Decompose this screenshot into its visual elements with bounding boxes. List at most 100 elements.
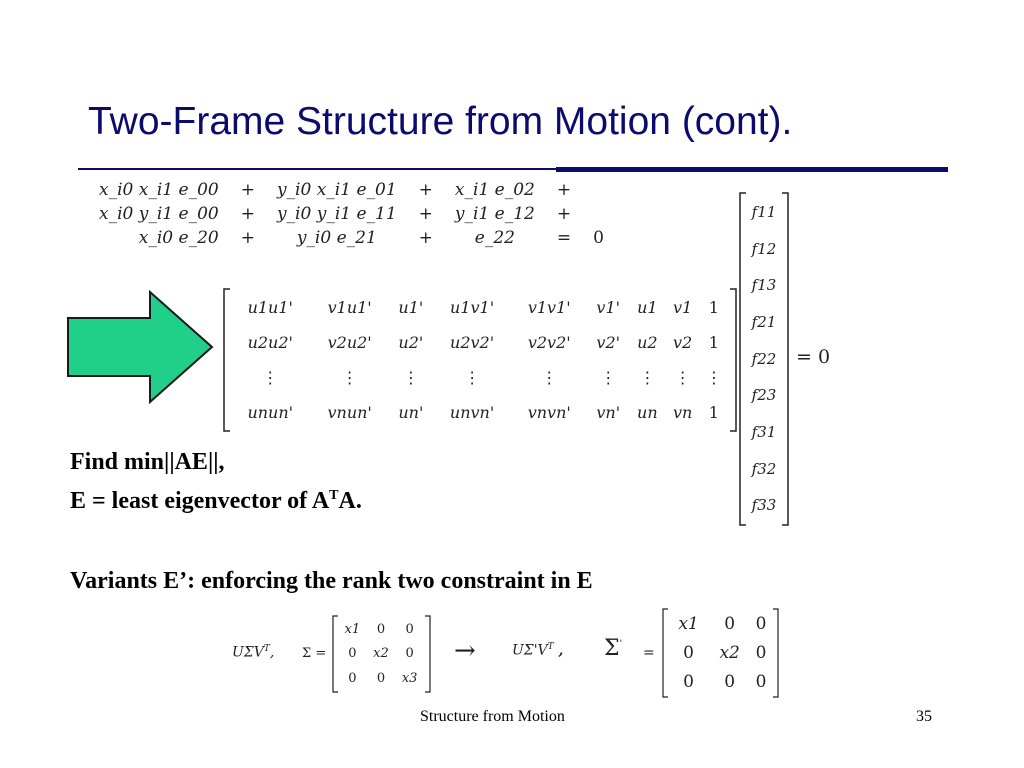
equation-term: y_i1 e_12 — [454, 204, 535, 224]
a-matrix-right-bracket — [730, 288, 737, 432]
a-matrix-cell: vn — [672, 403, 693, 422]
sigma-prime-eq: = — [643, 645, 655, 661]
a-matrix-cell: vnvn' — [527, 403, 571, 422]
sigma-left-bracket — [332, 615, 338, 693]
a-matrix-cell: 1 — [708, 403, 719, 422]
a-matrix-cell: ⋮ — [262, 368, 279, 387]
a-matrix-cell: un — [637, 403, 658, 422]
a-matrix-cell: ⋮ — [541, 368, 558, 387]
equation-term: 0 — [593, 228, 604, 248]
a-matrix-cell: unvn' — [449, 403, 495, 422]
a-matrix-cell: ⋮ — [341, 368, 358, 387]
sigma-matrix-cell: x1 — [344, 621, 361, 637]
a-matrix-cell: un' — [398, 403, 424, 422]
sigma-matrix-cell: x3 — [401, 671, 418, 687]
f-vector-entry: f31 — [751, 422, 777, 441]
footer-title: Structure from Motion — [420, 708, 565, 725]
a-matrix-cell: ⋮ — [639, 368, 656, 387]
equation-term: + — [418, 180, 433, 200]
a-matrix-cell: 1 — [708, 298, 719, 317]
sigma-prime-right-bracket — [773, 608, 779, 698]
a-matrix-cell: 1 — [708, 333, 719, 352]
equation-term: + — [418, 204, 433, 224]
a-matrix-cell: ⋮ — [705, 368, 722, 387]
eigen-prefix: E = least eigenvector of A — [70, 488, 330, 514]
f-vector-entry: f22 — [751, 349, 777, 368]
sigma-matrix-cell: 0 — [376, 621, 386, 637]
svd-left-text: UΣV — [232, 644, 264, 661]
arrow-right-icon: → — [454, 636, 476, 666]
svd-right-text: UΣ'V — [512, 642, 548, 659]
f-vector-entry: f33 — [751, 496, 777, 515]
equation-term: x_i0 y_i1 e_00 — [99, 204, 219, 224]
equation-row: x_i0 e_20+y_i0 e_21+e_22=0 — [88, 226, 615, 250]
a-matrix-cell: ⋮ — [600, 368, 617, 387]
equation-term: + — [556, 204, 572, 224]
title-underline-thick — [556, 167, 948, 172]
equation-table: x_i0 x_i1 e_00 + y_i0 x_i1 e_01 + x_i1 e_02 +… — [88, 178, 615, 250]
equation-term: + — [418, 228, 433, 248]
equation-term: y_i0 e_21 — [296, 228, 377, 248]
f-vector-entry: f23 — [751, 386, 777, 405]
variants-line: Variants E’: enforcing the rank two cons… — [70, 568, 593, 594]
sigma-prime-matrix-cell: 0 — [683, 642, 694, 663]
equation-term: x_i1 e_02 — [454, 180, 535, 200]
sigma-prime-matrix-cell: 0 — [724, 614, 736, 635]
equation-term: + — [240, 180, 255, 200]
a-matrix-cell: ⋮ — [674, 368, 691, 387]
equation-row: x_i0 y_i1 e_00 + y_i0 y_i1 e_11 + y_i1 e_12 + — [88, 202, 615, 226]
sigma-prime-matrix-cell: x2 — [719, 642, 740, 663]
sigma-matrix-cell: 0 — [405, 646, 414, 662]
equals-zero: = 0 — [796, 346, 831, 368]
sigma-matrix-cell: 0 — [348, 671, 357, 687]
equation-term: y_i0 y_i1 e_11 — [276, 204, 397, 224]
eigen-sup: T — [329, 488, 339, 503]
sigma-prime-matrix-cell: 0 — [755, 614, 767, 635]
equation-term: + — [240, 228, 255, 248]
svd-left-sup: T — [263, 644, 270, 654]
a-matrix-cell: v2 — [673, 333, 693, 352]
equation-term: + — [556, 180, 572, 200]
a-matrix-cell: u2v2' — [450, 333, 495, 352]
sigma-prime-left-bracket — [662, 608, 668, 698]
find-min-line: Find min||AE||, — [70, 449, 225, 475]
a-matrix-cell: u1 — [637, 298, 658, 317]
a-matrix-left-bracket — [223, 288, 230, 432]
equation-row: x_i0 x_i1 e_00 + y_i0 x_i1 e_01 + x_i1 e_02 + — [88, 178, 615, 202]
svd-right-comma: , — [553, 642, 564, 659]
sigma-prime-matrix-cell: 0 — [755, 671, 767, 692]
slide-title: Two-Frame Structure from Motion (cont). — [88, 100, 793, 143]
equation-term: x_i0 e_20 — [138, 228, 219, 248]
page-number: 35 — [916, 708, 932, 725]
a-matrix-cell: u2u2' — [247, 333, 293, 352]
f-vector-entry: f21 — [751, 312, 777, 331]
sigma-matrix-cell: 0 — [405, 621, 414, 637]
f-vector-entry: f11 — [751, 203, 777, 221]
sigma-prime-matrix-cell: 0 — [724, 671, 736, 692]
a-matrix-cell: unun' — [247, 403, 294, 422]
equation-term: + — [240, 204, 255, 224]
a-matrix-cell: v1v1' — [527, 298, 571, 317]
sigma-right-bracket — [425, 615, 431, 693]
equation-block: x_i0 x_i1 e_00 + y_i0 x_i1 e_01 + x_i1 e_02 +… — [88, 178, 615, 250]
equation-term: y_i0 x_i1 e_01 — [276, 180, 397, 200]
equation-term: x_i0 x_i1 e_00 — [99, 180, 219, 200]
right-arrow-icon — [67, 290, 214, 404]
a-matrix-cell: u1v1' — [450, 298, 495, 317]
f-vector-right-bracket — [782, 192, 789, 526]
sigma-matrix-row: x1 0 0 — [338, 617, 424, 642]
a-matrix-cell: ⋮ — [402, 368, 419, 387]
f-vector-left-bracket — [739, 192, 746, 526]
